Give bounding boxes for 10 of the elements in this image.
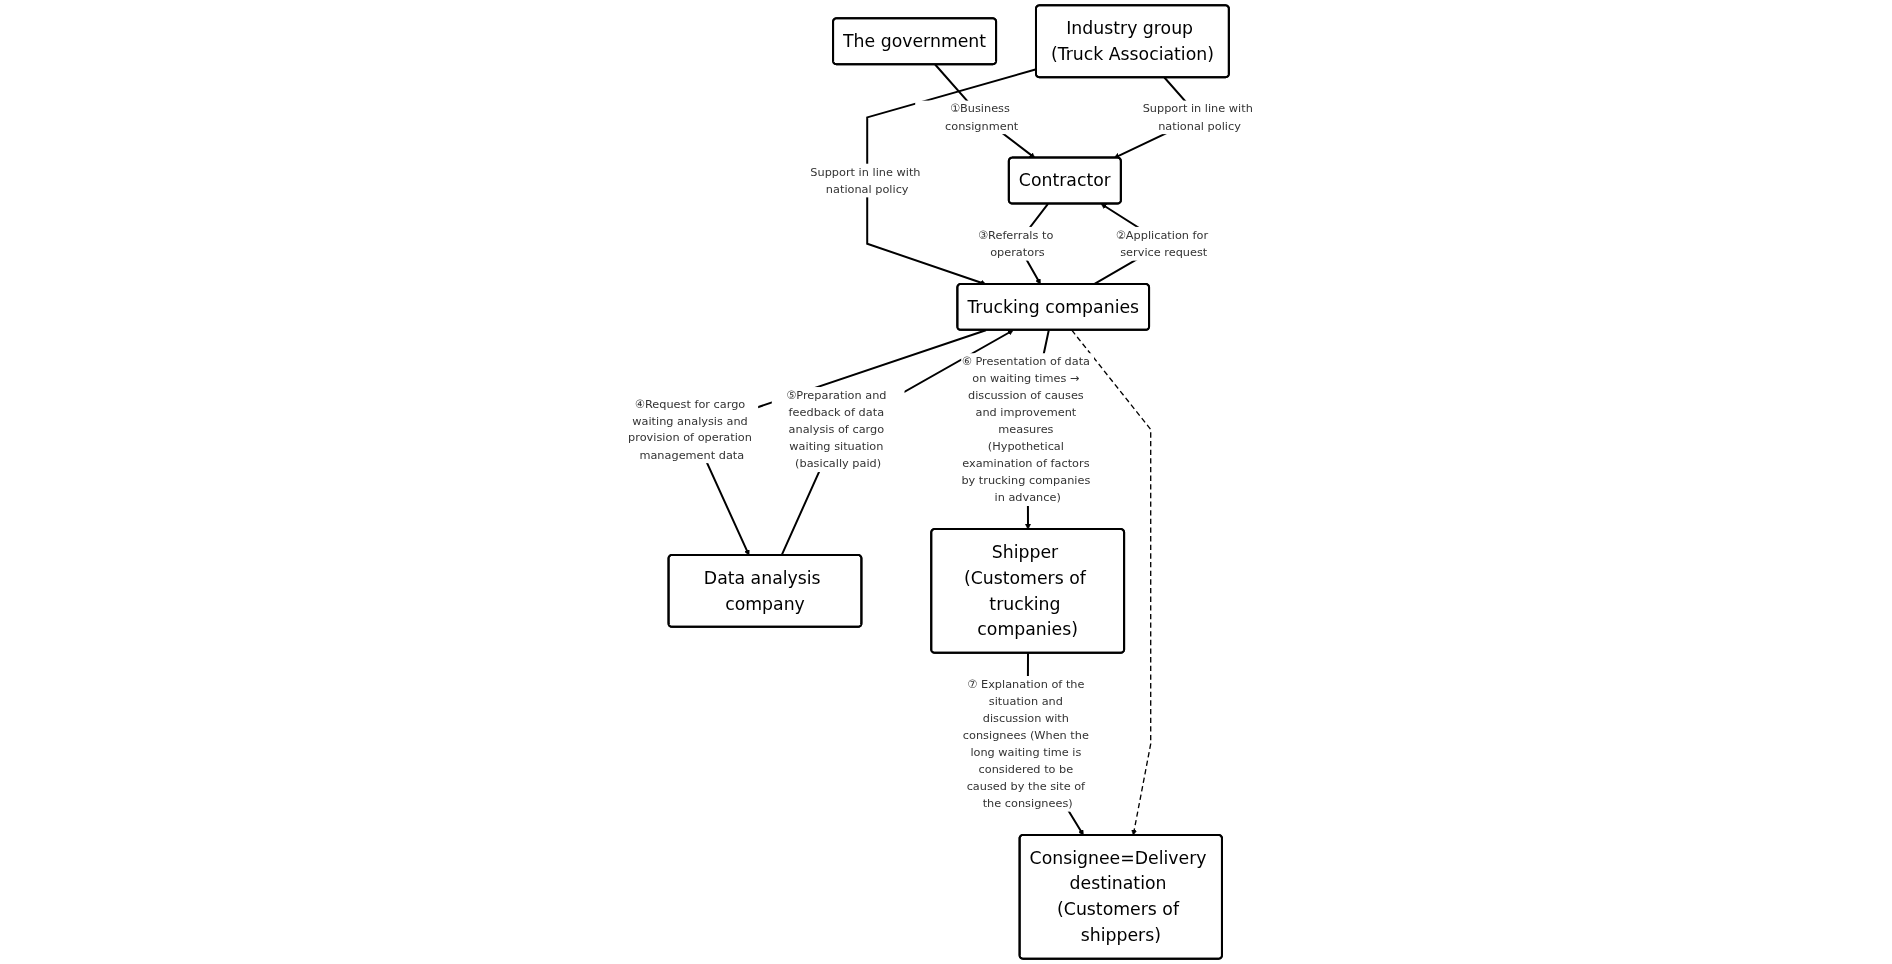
edge-label: Support in line with national policy xyxy=(1142,101,1254,133)
edge-label: ①Business consignment xyxy=(945,101,1019,133)
edge-label: ⑥ Presentation of data on waiting times → discussion of causes and improvement measures (Hypothetical examination of factors by trucking companies in advance) xyxy=(961,354,1091,504)
edge-label: ⑤Preparation and feedback of data analysis of cargo waiting situation (basically paid) xyxy=(786,388,887,470)
arrow xyxy=(1071,329,1152,836)
edge-label: ④Request for cargo waiting analysis and provision of operation management data xyxy=(628,396,753,462)
edge-label: ②Application for service request xyxy=(1116,228,1209,259)
edge-label: ③Referrals to operators xyxy=(978,228,1054,259)
edge-label: ⑦ Explanation of the situation and discussion with consignees (When the long waiting time is considered to be caused by the site of the consignees) xyxy=(963,677,1090,810)
edge-label: Support in line with national policy xyxy=(810,164,921,196)
